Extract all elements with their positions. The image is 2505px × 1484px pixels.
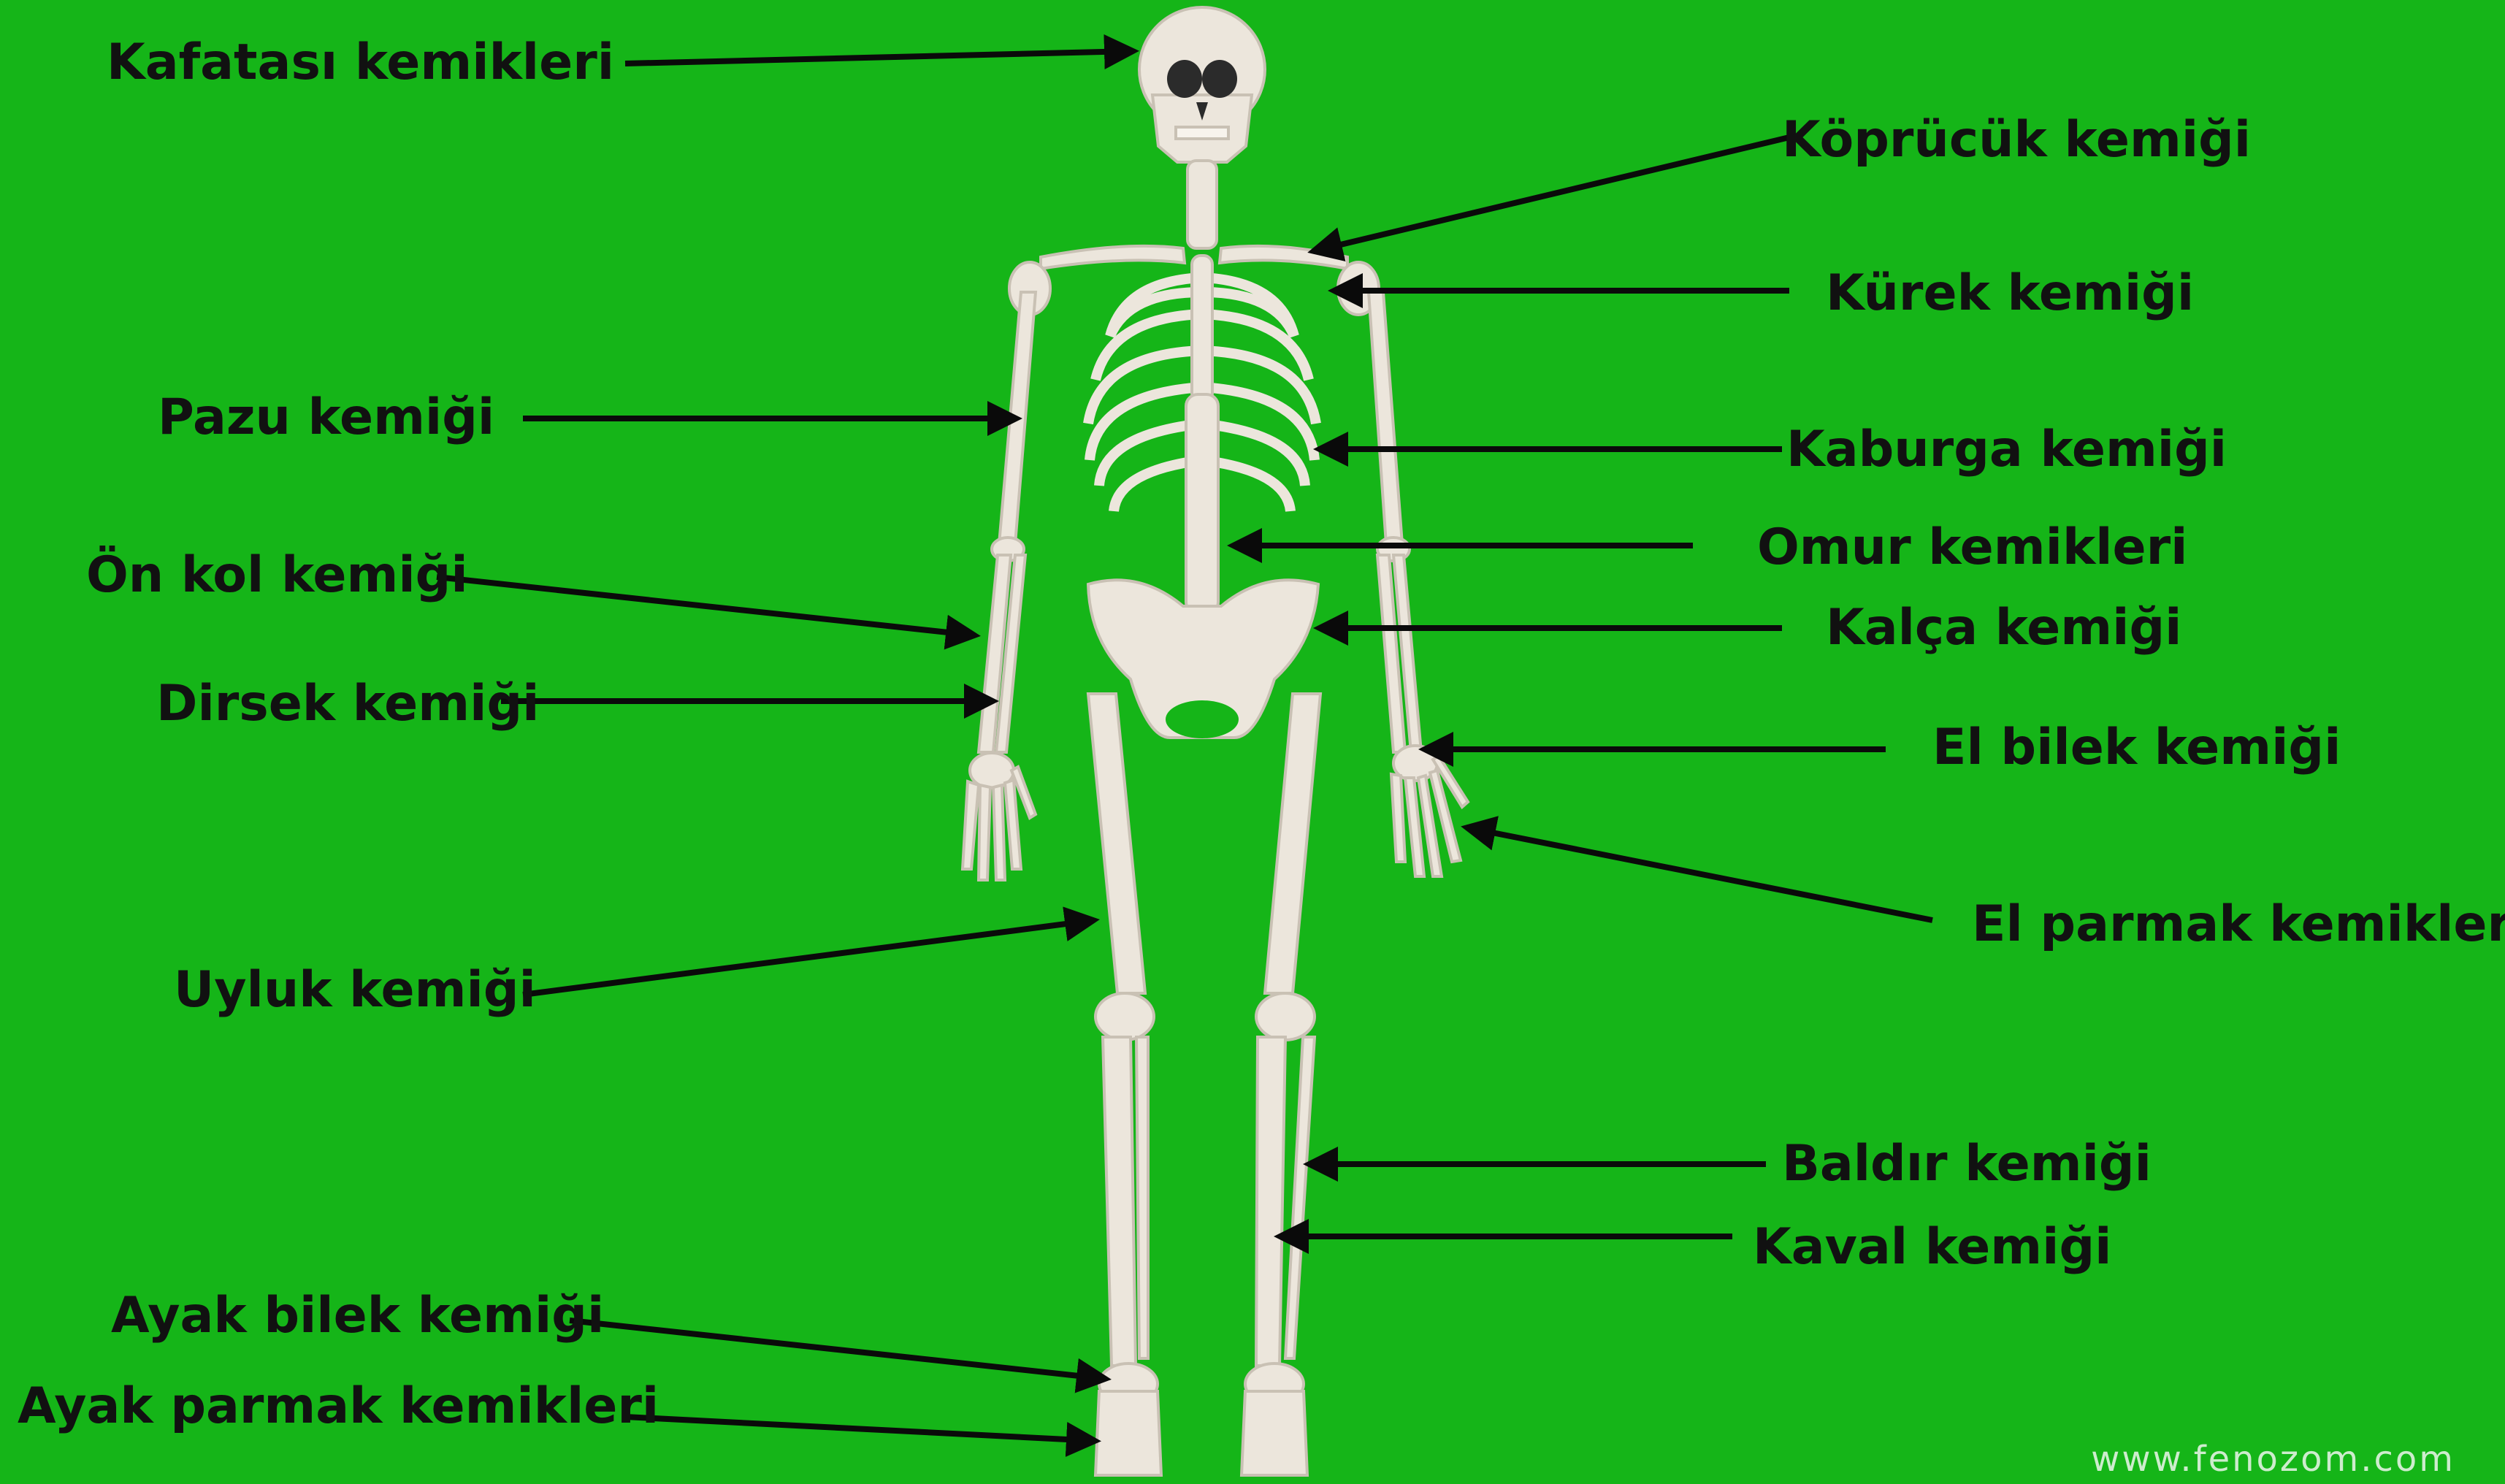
label-phalanges-hand: El parmak kemikleri bbox=[1972, 900, 2505, 949]
label-skull: Kafatası kemikleri bbox=[107, 38, 614, 88]
label-femur: Uyluk kemiği bbox=[174, 965, 536, 1015]
right-humerus bbox=[1369, 292, 1402, 544]
label-pelvis: Kalça kemiği bbox=[1826, 603, 2181, 653]
right-foot bbox=[1242, 1363, 1307, 1475]
label-humerus: Pazu kemiği bbox=[158, 393, 494, 443]
label-tarsal: Ayak bilek kemiği bbox=[111, 1291, 604, 1341]
label-fibula: Baldır kemiği bbox=[1782, 1139, 2152, 1189]
label-scapula: Kürek kemiği bbox=[1826, 269, 2194, 318]
label-tibia: Kaval kemiği bbox=[1753, 1223, 2111, 1272]
left-tibia bbox=[1103, 1037, 1136, 1366]
label-vertebrae: Omur kemikleri bbox=[1757, 523, 2187, 573]
left-femur bbox=[1088, 694, 1145, 993]
label-phalanges-foot: Ayak parmak kemikleri bbox=[18, 1382, 659, 1431]
left-fibula bbox=[1136, 1037, 1148, 1358]
arrow-radius bbox=[437, 577, 975, 635]
right-femur bbox=[1265, 694, 1320, 993]
right-hand bbox=[1391, 746, 1468, 876]
skull bbox=[1139, 7, 1265, 162]
watermark: www.fenozom.com bbox=[2091, 1439, 2455, 1480]
label-radius: Ön kol kemiği bbox=[86, 551, 468, 600]
right-fibula bbox=[1285, 1037, 1315, 1358]
left-hand bbox=[963, 753, 1036, 880]
arrow-phalanges-hand bbox=[1466, 827, 1932, 920]
arrow-femur bbox=[523, 920, 1094, 995]
arrow-skull bbox=[625, 51, 1133, 64]
right-tibia bbox=[1256, 1037, 1285, 1366]
label-clavicle: Köprücük kemiği bbox=[1782, 115, 2251, 165]
left-clavicle bbox=[1041, 246, 1185, 269]
skeleton bbox=[963, 7, 1468, 1475]
neck-vertebrae bbox=[1188, 161, 1217, 248]
sternum bbox=[1192, 256, 1212, 402]
spine bbox=[1186, 394, 1218, 613]
arrow-tarsal bbox=[570, 1320, 1106, 1379]
arrow-clavicle bbox=[1313, 137, 1789, 251]
arrow-phalanges-foot bbox=[625, 1417, 1095, 1441]
label-ulna: Dirsek kemiği bbox=[156, 679, 539, 729]
label-rib: Kaburga kemiği bbox=[1786, 425, 2227, 475]
label-carpal: El bilek kemiği bbox=[1932, 723, 2341, 773]
